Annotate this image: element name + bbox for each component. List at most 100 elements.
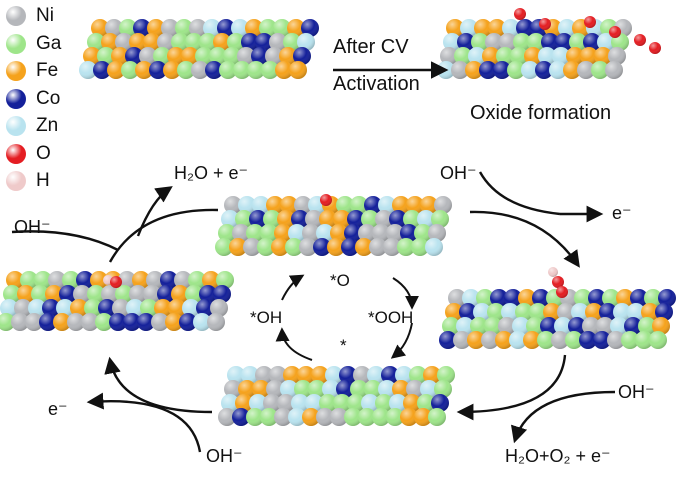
atom-shading [563, 61, 581, 79]
atom-shading [149, 61, 167, 79]
atom-shading [168, 299, 186, 317]
atom-shading [151, 313, 169, 331]
atom-shading [630, 289, 648, 307]
inner-cycle-arrows [275, 274, 419, 361]
atom-shading [509, 331, 527, 349]
atom-shading [265, 47, 283, 65]
atom-shading [319, 210, 337, 228]
atom-shading [467, 331, 485, 349]
atom-shading [227, 33, 245, 51]
slab-cycle-bottom [218, 366, 455, 426]
atom-shading [109, 313, 127, 331]
atom-shading [468, 47, 486, 65]
atom-shading [400, 408, 418, 426]
atom-shading [440, 47, 458, 65]
atom-shading [39, 313, 57, 331]
atom-shading [269, 366, 287, 384]
atom-shading [607, 331, 625, 349]
legend-label-fe: Fe [36, 60, 59, 81]
atom-shading [17, 285, 35, 303]
atom-shading [364, 380, 382, 398]
atom-shading [481, 331, 499, 349]
atom-shading [118, 271, 136, 289]
atom-shading [285, 238, 303, 256]
atom-shading [154, 299, 172, 317]
atom-shading [73, 285, 91, 303]
atom-shading [266, 380, 284, 398]
atom-shading [499, 33, 517, 51]
atom-shading [524, 47, 542, 65]
atom-shading [218, 224, 236, 242]
atom-shading [414, 408, 432, 426]
atom-shading [191, 61, 209, 79]
atom-shading [301, 19, 319, 37]
atom-shading [501, 303, 519, 321]
legend-label-ni: Ni [36, 5, 54, 26]
atom-shading [199, 285, 217, 303]
atom-shading [403, 394, 421, 412]
atom-shading [87, 285, 105, 303]
atom-shading [496, 47, 514, 65]
atom-shading [378, 380, 396, 398]
legend-label-zn: Zn [36, 115, 59, 136]
atom-shading [434, 196, 452, 214]
atom-shading [182, 299, 200, 317]
atom-shading [502, 19, 520, 37]
atom-shading [333, 394, 351, 412]
atom-shading [305, 394, 323, 412]
atom-shading [279, 47, 297, 65]
atom-shading [364, 196, 382, 214]
atom-shading [470, 317, 488, 335]
legend-swatch-co [6, 88, 26, 109]
atom-shading [580, 47, 598, 65]
atom-shading [325, 366, 343, 384]
product-h2o-e-top: H₂O + e⁻ [174, 163, 249, 183]
legend-swatch-ni [6, 6, 26, 26]
atom-shading [157, 285, 175, 303]
atom-shading [513, 33, 531, 51]
atom-shading [361, 210, 379, 228]
legend-label-co: Co [36, 87, 61, 109]
atom-shading [479, 61, 497, 79]
step-label-star-ooh: *OOH [368, 308, 414, 327]
atom-shading [277, 210, 295, 228]
atom-shading [62, 271, 80, 289]
atom-shading [515, 303, 533, 321]
atom-shading [161, 19, 179, 37]
atom-shading [263, 394, 281, 412]
atom-shading [558, 19, 576, 37]
atom-shading [428, 224, 446, 242]
atom-shading [163, 61, 181, 79]
atom-shading [414, 224, 432, 242]
atom-shading [488, 19, 506, 37]
atom-shading [552, 47, 570, 65]
atom-shading [457, 33, 475, 51]
atom-shading [327, 238, 345, 256]
atom-shading [140, 299, 158, 317]
reagent-oh-top-right: OH⁻ [440, 163, 477, 183]
atom-shading [655, 303, 673, 321]
atom-shading [210, 299, 228, 317]
legend-item-h: H [6, 169, 50, 193]
atom-shading [0, 313, 15, 331]
atom-shading [386, 224, 404, 242]
atom-shading [45, 285, 63, 303]
atom-shading [42, 299, 60, 317]
atom-shading [147, 19, 165, 37]
atom-shading [409, 366, 427, 384]
atom-shading [255, 33, 273, 51]
atom-shading [274, 408, 292, 426]
legend-item-co: Co [6, 87, 60, 111]
atom-shading [537, 331, 555, 349]
atom-shading [20, 271, 38, 289]
atom-shading [490, 289, 508, 307]
atom-shading [93, 61, 111, 79]
atom-shading [446, 19, 464, 37]
atom-shading [649, 331, 667, 349]
atom-shading [613, 303, 631, 321]
atom-shading [185, 285, 203, 303]
atom-shading [434, 380, 452, 398]
atom-shading [259, 19, 277, 37]
atom-shading [507, 61, 525, 79]
atom-shading [133, 19, 151, 37]
